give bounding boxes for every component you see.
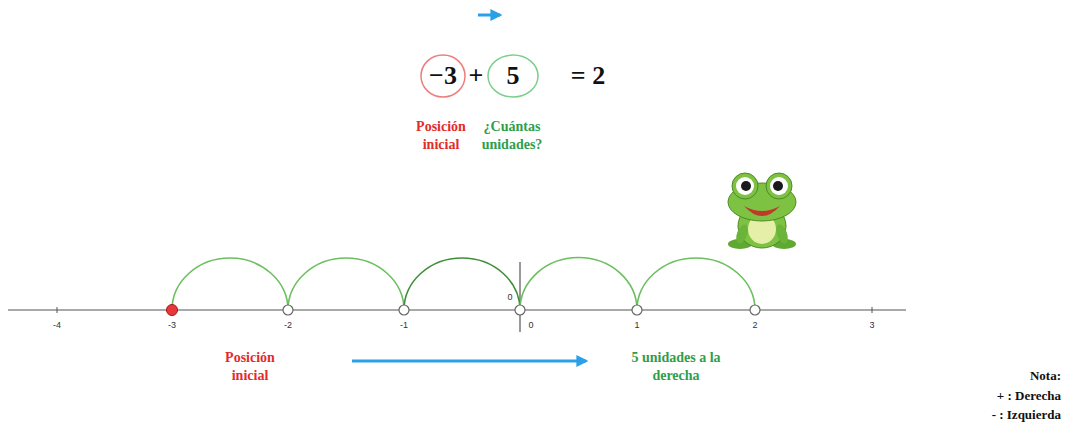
axis-number: -1 <box>399 320 409 331</box>
landing-point <box>399 305 409 315</box>
tick <box>57 307 58 313</box>
landing-point <box>283 305 293 315</box>
axis-number: 3 <box>868 320 875 331</box>
frog-icon <box>728 173 796 249</box>
frog-arm <box>774 223 790 245</box>
circle-outline-shape <box>488 55 538 97</box>
direction-arrow <box>352 360 586 363</box>
axis-number: -2 <box>283 320 293 331</box>
jump-arc <box>637 258 755 310</box>
number-axis <box>8 309 906 310</box>
caption: Posición inicial <box>209 349 291 384</box>
landing-point <box>750 305 760 315</box>
jump-arc <box>172 258 288 310</box>
caption: 5 unidades a la derecha <box>614 349 738 384</box>
axis-number: -3 <box>167 320 177 331</box>
note-text: Nota: <box>1029 368 1062 384</box>
vertical-axis <box>519 262 520 332</box>
axis-number: 1 <box>633 320 640 331</box>
frog-pupil <box>741 181 751 191</box>
axis-number: 2 <box>751 320 758 331</box>
frog-eye <box>766 173 792 199</box>
jump-arcs <box>172 258 755 310</box>
note-text: + : Derecha <box>996 388 1062 404</box>
start-point <box>167 305 178 316</box>
jump-arc <box>520 258 637 310</box>
tick <box>872 307 873 313</box>
landing-points <box>283 305 760 315</box>
equation-result: = 2 <box>570 60 606 93</box>
landing-point <box>515 305 525 315</box>
equation-number: −3 <box>429 60 457 91</box>
jump-arc <box>288 258 404 310</box>
frog-eye-white <box>736 177 754 195</box>
start-circle: −3 <box>420 54 466 98</box>
axis-number: -4 <box>52 320 62 331</box>
origin-number: 0 <box>506 292 513 303</box>
frog-arm <box>734 223 750 245</box>
axis-number: 0 <box>527 320 534 331</box>
equation-symbol: + <box>468 60 485 93</box>
direction-arrow <box>478 14 500 17</box>
caption: ¿Cuántas unidades? <box>469 118 555 153</box>
step-circle: 5 <box>487 54 539 98</box>
jump-arc <box>404 258 520 310</box>
equation-number: 5 <box>507 60 520 91</box>
note-text: - : Izquierda <box>991 407 1062 423</box>
frog-mouth <box>744 206 780 216</box>
landing-point <box>632 305 642 315</box>
frog-eye-white <box>770 177 788 195</box>
circle-outline-shape <box>421 55 465 97</box>
frog-eye <box>732 173 758 199</box>
frog-pupil <box>773 181 783 191</box>
